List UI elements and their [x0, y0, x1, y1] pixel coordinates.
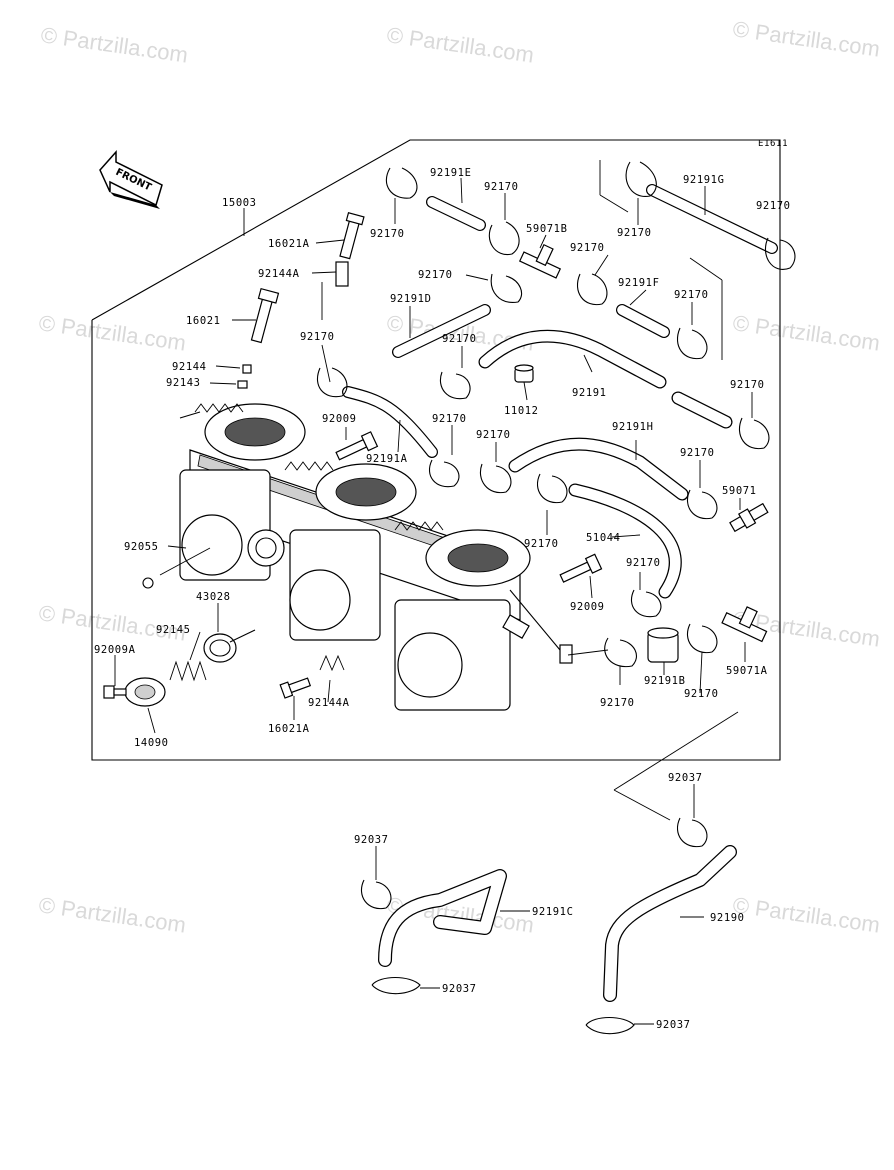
part-label: 92191D — [390, 293, 432, 305]
part-label: 92143 — [166, 377, 201, 389]
part-label: 92170 — [626, 557, 661, 569]
watermark: © Partzilla.com — [37, 310, 187, 355]
watermark: © Partzilla.com — [731, 16, 881, 61]
part-label: 92037 — [656, 1019, 691, 1031]
part-label: 92170 — [524, 538, 559, 550]
part-label: 92144 — [172, 361, 207, 373]
part-label: 92191C — [532, 906, 574, 918]
part-label: 92170 — [730, 379, 765, 391]
part-label: 92037 — [442, 983, 477, 995]
part-label: 92037 — [668, 772, 703, 784]
part-label: 92055 — [124, 541, 159, 553]
part-label: 92170 — [674, 289, 709, 301]
part-label: 11012 — [504, 405, 539, 417]
part-label: 92191H — [612, 421, 654, 433]
carburetor-assembly — [179, 403, 573, 711]
part-label: 92144A — [308, 697, 350, 709]
part-label: 92170 — [370, 228, 405, 240]
part-label: 92170 — [432, 413, 467, 425]
watermark: © Partzilla.com — [37, 892, 187, 937]
part-label: 16021A — [268, 238, 310, 250]
part-label: 92009A — [94, 644, 136, 656]
part-label: 92037 — [354, 834, 389, 846]
part-label: 92190 — [710, 912, 745, 924]
part-label: 43028 — [196, 591, 231, 603]
part-label: 92170 — [442, 333, 477, 345]
part-label: 92191B — [644, 675, 686, 687]
watermark: © Partzilla.com — [731, 892, 881, 937]
part-label: 92009 — [322, 413, 357, 425]
part-label: 92009 — [570, 601, 605, 613]
part-label: 92170 — [680, 447, 715, 459]
part-label: 92170 — [484, 181, 519, 193]
part-label: 51044 — [586, 532, 621, 544]
watermark: © Partzilla.com — [385, 22, 535, 67]
part-label: 92145 — [156, 624, 191, 636]
diagram-code: E1611 — [758, 139, 788, 149]
part-label: 15003 — [222, 197, 257, 209]
part-label: 92170 — [476, 429, 511, 441]
part-label: 92170 — [600, 697, 635, 709]
clamps — [316, 161, 796, 1035]
fittings — [518, 243, 769, 643]
small-parts — [103, 212, 603, 707]
front-arrow-icon: FRONT — [99, 150, 163, 209]
part-label: 92144A — [258, 268, 300, 280]
part-label: 59071A — [726, 665, 768, 677]
part-label: 16021 — [186, 315, 221, 327]
leader-lines — [114, 160, 781, 1025]
watermark: © Partzilla.com — [39, 22, 189, 67]
assembly-boundary — [91, 139, 781, 761]
part-label: 14090 — [134, 737, 169, 749]
part-label: 92191 — [572, 387, 607, 399]
part-label: 92170 — [617, 227, 652, 239]
watermark: © Partzilla.com — [731, 310, 881, 355]
hoses — [342, 184, 778, 1002]
part-label: 92170 — [418, 269, 453, 281]
part-callouts: 15003 16021A 92144A 16021 92144 92143 92… — [94, 167, 791, 1031]
part-label: 92191E — [430, 167, 472, 179]
part-label: 92170 — [684, 688, 719, 700]
part-label: 92191G — [683, 174, 725, 186]
part-label: 92191A — [366, 453, 408, 465]
part-label: 92170 — [570, 242, 605, 254]
part-label: 92191F — [618, 277, 660, 289]
part-label: 59071B — [526, 223, 568, 235]
watermark: © Partzilla.com — [37, 600, 187, 645]
part-label: 92170 — [300, 331, 335, 343]
part-label: 59071 — [722, 485, 757, 497]
part-label: 16021A — [268, 723, 310, 735]
part-label: 92170 — [756, 200, 791, 212]
